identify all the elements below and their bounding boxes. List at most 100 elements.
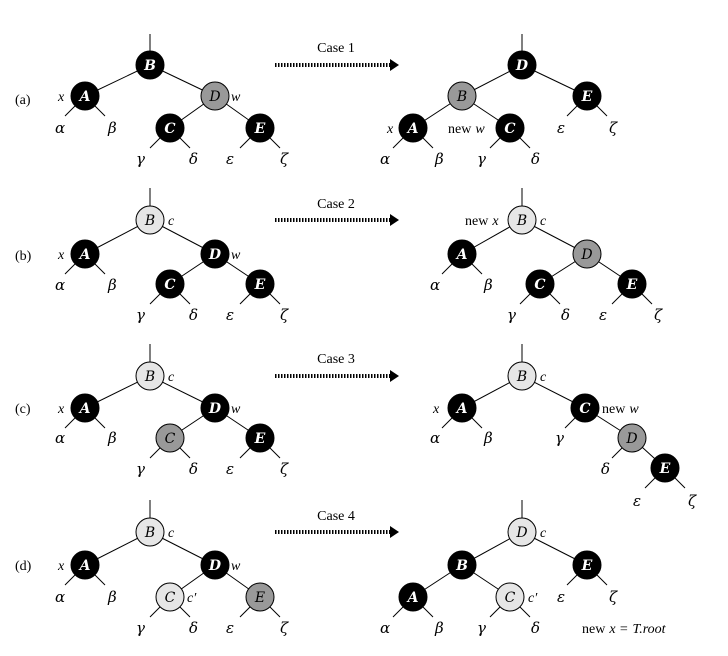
node-a: A bbox=[447, 239, 477, 269]
svg-text:C: C bbox=[165, 590, 176, 606]
leaf-beta: β bbox=[107, 429, 117, 447]
node-b: B bbox=[135, 517, 165, 547]
svg-text:E: E bbox=[254, 121, 266, 137]
x-annotation: x bbox=[57, 559, 65, 574]
leaf-epsilon: ε bbox=[226, 619, 234, 637]
node-e: E bbox=[245, 113, 275, 143]
case-label: Case 3 bbox=[317, 352, 355, 367]
leaf-alpha: α bbox=[380, 619, 390, 637]
new-w-annotation: new w bbox=[602, 400, 639, 417]
leaf-alpha: α bbox=[430, 276, 440, 294]
svg-text:A: A bbox=[406, 121, 419, 137]
node-d: D bbox=[200, 393, 230, 423]
leaf-gamma: γ bbox=[477, 150, 486, 168]
node-a: A bbox=[70, 550, 100, 580]
node-e: E bbox=[245, 582, 275, 612]
leaf-delta: δ bbox=[561, 306, 570, 324]
w-annotation: w bbox=[231, 402, 241, 417]
leaf-gamma: γ bbox=[555, 429, 564, 447]
node-b: B bbox=[135, 50, 165, 80]
new-w-annotation: new w bbox=[448, 120, 485, 137]
node-b: B bbox=[447, 550, 477, 580]
node-e: E bbox=[245, 269, 275, 299]
node-d: D bbox=[572, 239, 602, 269]
x-annotation: x bbox=[432, 402, 440, 417]
node-d: D bbox=[200, 81, 230, 111]
svg-text:E: E bbox=[626, 277, 638, 293]
x-annotation: x bbox=[57, 248, 65, 263]
svg-text:C: C bbox=[164, 121, 175, 137]
svg-text:C: C bbox=[505, 590, 516, 606]
row-label: (a) bbox=[15, 93, 31, 108]
node-b: B bbox=[135, 361, 165, 391]
leaf-alpha: α bbox=[380, 150, 390, 168]
leaf-alpha: α bbox=[55, 588, 65, 606]
svg-text:D: D bbox=[208, 401, 222, 417]
svg-text:C: C bbox=[165, 431, 176, 447]
leaf-gamma: γ bbox=[136, 306, 145, 324]
svg-text:A: A bbox=[78, 89, 91, 105]
c-annotation: c bbox=[540, 526, 547, 541]
leaf-zeta: ζ bbox=[280, 460, 289, 478]
svg-text:B: B bbox=[144, 369, 155, 385]
x-annotation: x bbox=[57, 402, 65, 417]
node-d: D bbox=[200, 239, 230, 269]
c-annotation: c bbox=[168, 526, 175, 541]
case-label: Case 2 bbox=[317, 197, 355, 212]
leaf-delta: δ bbox=[531, 619, 540, 637]
node-a: A bbox=[70, 81, 100, 111]
node-e: E bbox=[617, 269, 647, 299]
svg-text:A: A bbox=[455, 401, 468, 417]
leaf-beta: β bbox=[434, 619, 444, 637]
w-annotation: w bbox=[231, 90, 241, 105]
node-e: E bbox=[572, 550, 602, 580]
leaf-delta: δ bbox=[601, 460, 610, 478]
row-label: (d) bbox=[15, 559, 32, 574]
svg-text:B: B bbox=[143, 58, 156, 74]
node-e: E bbox=[650, 453, 680, 483]
row-a: (a) B A D C E x w α β γ δ ε ζ Case 1 bbox=[15, 34, 618, 168]
leaf-delta: δ bbox=[189, 306, 198, 324]
node-c: C bbox=[570, 393, 600, 423]
node-d: D bbox=[200, 550, 230, 580]
row-d: (d) B A D C E x w c c′ α β γ δ ε ζ Case … bbox=[15, 500, 667, 637]
c-annotation: c bbox=[540, 370, 547, 385]
svg-text:E: E bbox=[254, 590, 265, 606]
c-annotation: c bbox=[540, 214, 547, 229]
w-annotation: w bbox=[231, 559, 241, 574]
leaf-epsilon: ε bbox=[226, 306, 234, 324]
leaf-gamma: γ bbox=[136, 150, 145, 168]
svg-text:D: D bbox=[208, 89, 220, 105]
node-a: A bbox=[70, 393, 100, 423]
row-b: (b) B A D C E x w c α β γ δ ε ζ Case 2 bbox=[15, 188, 663, 324]
case-label: Case 1 bbox=[317, 41, 355, 56]
svg-text:C: C bbox=[164, 277, 175, 293]
leaf-delta: δ bbox=[189, 150, 198, 168]
svg-text:E: E bbox=[581, 558, 593, 574]
node-e: E bbox=[245, 423, 275, 453]
node-c: C bbox=[155, 113, 185, 143]
leaf-gamma: γ bbox=[136, 460, 145, 478]
leaf-alpha: α bbox=[55, 429, 65, 447]
svg-text:B: B bbox=[516, 369, 527, 385]
leaf-zeta: ζ bbox=[609, 119, 618, 137]
svg-text:A: A bbox=[406, 590, 419, 606]
leaf-beta: β bbox=[107, 588, 117, 606]
svg-text:D: D bbox=[208, 247, 222, 263]
leaf-alpha: α bbox=[430, 429, 440, 447]
svg-text:C: C bbox=[534, 277, 545, 293]
leaf-zeta: ζ bbox=[609, 588, 618, 606]
node-c: C bbox=[495, 113, 525, 143]
right-tree-edges bbox=[441, 344, 686, 489]
svg-text:B: B bbox=[144, 213, 155, 229]
node-b: B bbox=[507, 361, 537, 391]
node-b: B bbox=[507, 205, 537, 235]
leaf-alpha: α bbox=[55, 119, 65, 137]
x-annotation: x bbox=[57, 90, 65, 105]
c-prime-annotation: c′ bbox=[187, 591, 197, 606]
svg-text:B: B bbox=[144, 525, 155, 541]
leaf-epsilon: ε bbox=[226, 460, 234, 478]
svg-text:E: E bbox=[659, 461, 671, 477]
svg-text:E: E bbox=[254, 277, 266, 293]
